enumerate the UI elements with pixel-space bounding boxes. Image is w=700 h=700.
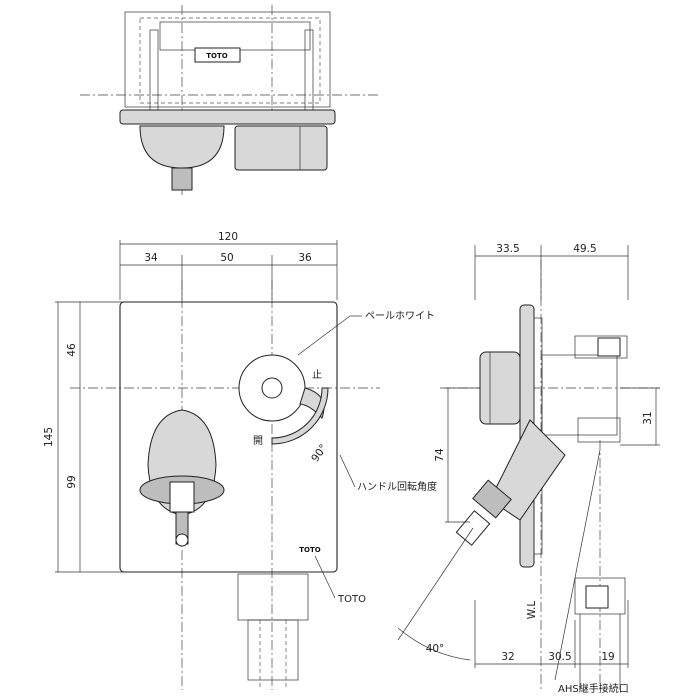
side-top-fitting: [597, 337, 621, 357]
callout-brand: TOTO: [337, 594, 366, 605]
top-bracket: [159, 21, 311, 51]
side-top-bracket: [574, 335, 628, 359]
dim-front-left: 34: [144, 252, 158, 264]
top-handle-block: [234, 125, 328, 171]
handle-rotation-band: [271, 387, 329, 445]
label-open: 開: [253, 435, 263, 447]
side-view: 33.5 49.5 31 74 W.L: [397, 243, 660, 695]
dim-bottom-right: 19: [601, 651, 614, 663]
dim-front-lower: 99: [66, 475, 78, 488]
spout-angle-arc: [397, 627, 471, 661]
callout-ahs-leader: [554, 449, 601, 681]
top-brand-mark: TOTO: [206, 52, 228, 60]
dim-front-upper: 46: [66, 343, 78, 357]
dim-bottom-left: 32: [501, 651, 514, 663]
dim-front-width: 120: [218, 231, 238, 243]
front-plate: [119, 301, 338, 573]
top-post-right: [304, 29, 314, 111]
label-wl: W.L: [526, 601, 538, 620]
dim-front-right: 36: [298, 252, 312, 264]
dim-side-offset: 31: [642, 411, 654, 424]
dim-angle-handle: 90°: [309, 442, 330, 464]
callout-brand-leader: [314, 555, 336, 599]
side-spout-nut: [472, 479, 512, 519]
front-bottom-connector: [237, 573, 309, 621]
front-spout-outlet: [175, 533, 189, 547]
callout-ahs: AHS継手接続口: [558, 682, 629, 695]
front-view: 120 34 50 36 145 46 99 止 開 90°: [43, 231, 437, 690]
top-view-outline: [124, 11, 331, 108]
top-body-plate: [119, 109, 336, 125]
front-brand-mark: TOTO: [299, 546, 321, 554]
side-body: [541, 354, 618, 436]
label-closed: 止: [312, 369, 322, 381]
dim-side-left: 33.5: [496, 243, 519, 255]
callout-handle-leader: [339, 454, 356, 488]
top-spout: [171, 167, 193, 191]
front-spout-nut: [169, 481, 195, 513]
callout-finish-leader: [297, 315, 351, 356]
side-bottom-connector: [574, 577, 626, 615]
side-handle: [479, 351, 521, 425]
side-spout-body: [489, 419, 566, 521]
callout-finish: ペールホワイト: [365, 310, 435, 322]
callout-handle-angle: ハンドル回転角度: [357, 480, 437, 493]
front-bottom-pipe: [247, 619, 299, 681]
dim-side-height: 74: [434, 448, 446, 462]
side-bottom-fitting: [585, 585, 609, 609]
top-view: TOTO: [80, 5, 380, 195]
spout-angle-leader: [397, 527, 474, 641]
top-logo-plate: [194, 47, 241, 63]
dim-front-height: 145: [43, 427, 55, 447]
side-bottom-bracket: [577, 417, 621, 443]
dim-angle-spout: 40°: [426, 643, 445, 655]
dim-front-mid: 50: [220, 252, 233, 264]
front-handle-center: [261, 377, 283, 399]
dim-side-right: 49.5: [573, 243, 596, 255]
top-lever: [139, 125, 225, 169]
dim-bottom-mid: 30.5: [548, 651, 571, 663]
top-post-left: [149, 29, 159, 111]
